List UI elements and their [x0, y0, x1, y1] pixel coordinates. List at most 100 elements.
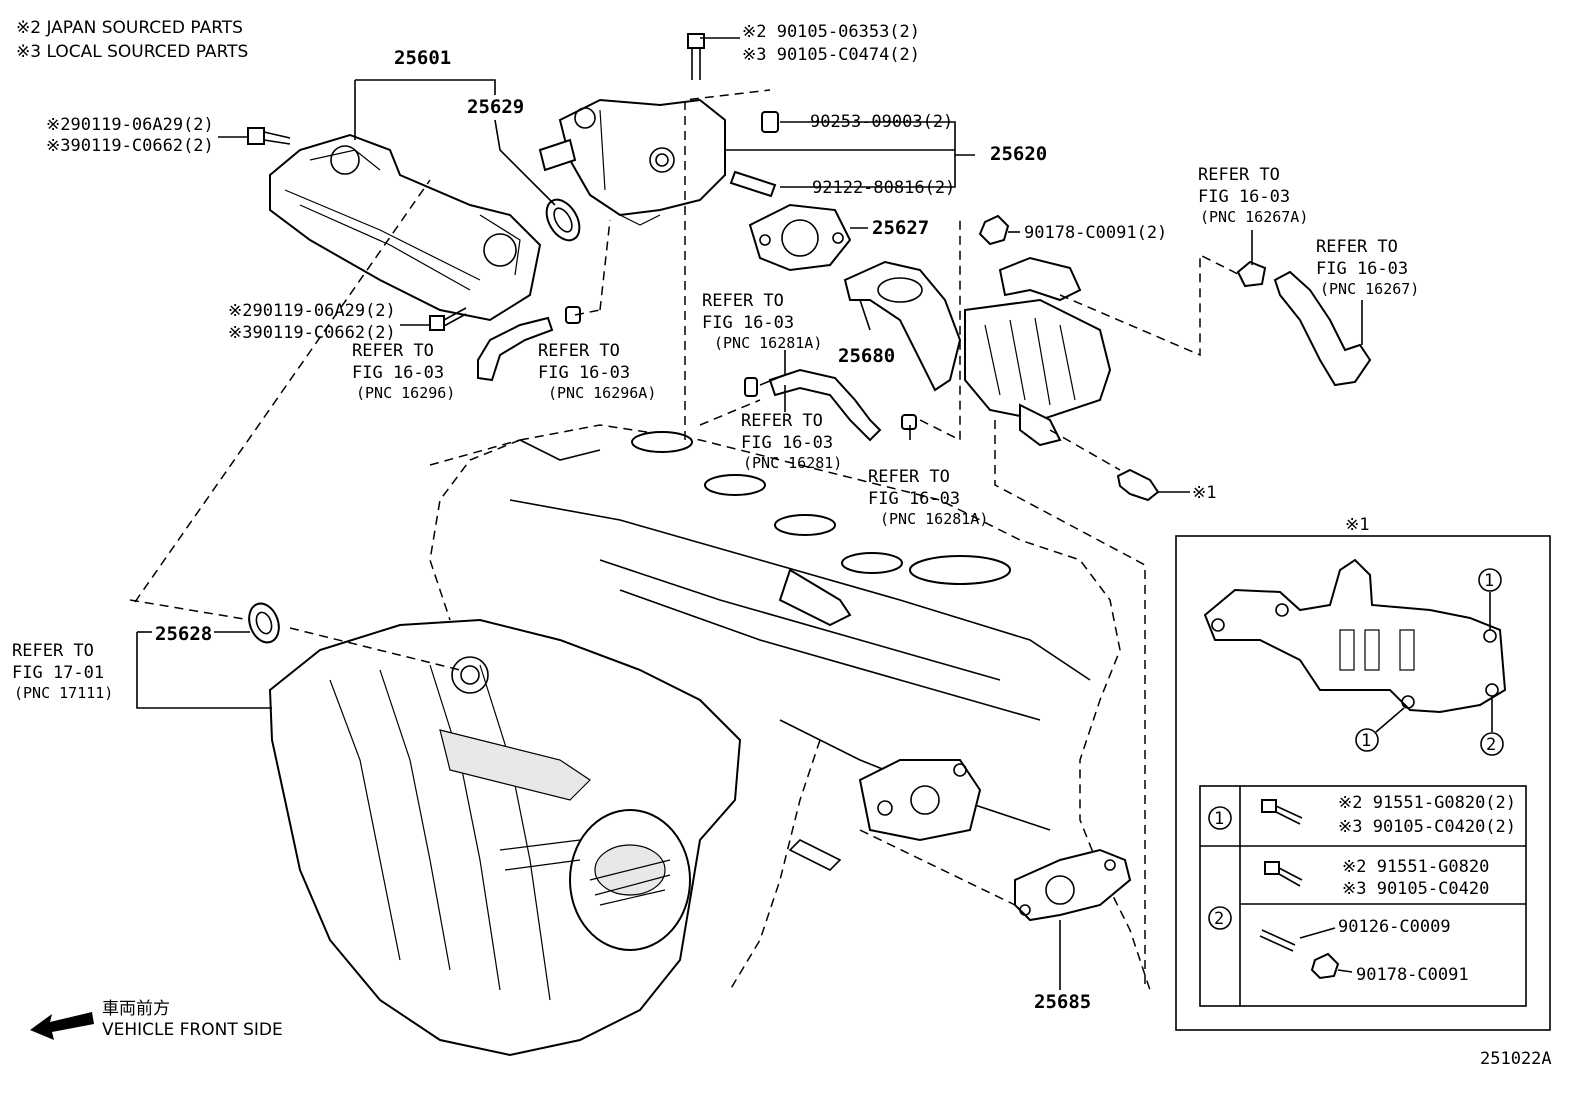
table-row1-local: ※3 90105-C0420(2) [1338, 817, 1516, 837]
gasket-25629 [545, 198, 581, 242]
hose-16296 [477, 316, 554, 382]
refer-16281A-right[interactable]: REFER TO FIG 16-03 (PNC 16281A) [868, 467, 988, 528]
egr-pipe-25680 [843, 260, 962, 392]
front-arrow-icon [30, 1012, 94, 1040]
clip-16296A [565, 306, 581, 324]
label-25680: 25680 [838, 345, 895, 367]
clip-16281A-right [901, 414, 917, 430]
refer-16296-line1: REFER TO [352, 341, 434, 361]
label-bolt-top-local: ※3 90105-C0474(2) [742, 45, 920, 65]
label-nut-90178: 90178-C0091(2) [1024, 223, 1167, 243]
refer-16296A-line2: FIG 16-03 [538, 363, 630, 383]
hose-16267 [1273, 270, 1372, 387]
bolt-left-top-icon [247, 127, 291, 145]
refer-16281A-right-line2: FIG 16-03 [868, 489, 960, 509]
table-row2-label: 2 [1214, 909, 1224, 929]
inset-callout-1-bottom-text: 1 [1361, 731, 1371, 751]
refer-16281-line1: REFER TO [741, 411, 823, 431]
refer-16281A-left[interactable]: REFER TO FIG 16-03 (PNC 16281A) [702, 291, 822, 352]
refer-16267A-line1: REFER TO [1198, 165, 1280, 185]
label-mark1-bolt: ※1 [1192, 483, 1216, 503]
gasket-25685 [1014, 848, 1132, 922]
refer-16281[interactable]: REFER TO FIG 16-03 (PNC 16281) [741, 411, 842, 472]
refer-16267-line2: FIG 16-03 [1316, 259, 1408, 279]
table-row2-stud: 90126-C0009 [1338, 917, 1451, 937]
intake-pipe-25601 [269, 133, 542, 322]
egr-cooler [964, 256, 1112, 447]
refer-16296[interactable]: REFER TO FIG 16-03 (PNC 16296) [352, 341, 455, 402]
nut-90178-icon [978, 214, 1010, 246]
inset-callout-1-top-text: 1 [1484, 571, 1494, 591]
label-25601: 25601 [394, 47, 451, 69]
intake-manifold-17111 [268, 618, 742, 1057]
table-row1-label: 1 [1214, 809, 1224, 829]
refer-16281A-right-line1: REFER TO [868, 467, 950, 487]
label-25685: 25685 [1034, 991, 1091, 1013]
bolt-left-mid-icon [429, 307, 467, 331]
table-row1-marker [1208, 806, 1232, 830]
refer-16267-line1: REFER TO [1316, 237, 1398, 257]
refer-16296-line2: FIG 16-03 [352, 363, 444, 383]
table-stud-icon [1259, 929, 1296, 952]
table-row2-local: ※3 90105-C0420 [1342, 879, 1489, 899]
inset-mark1: ※1 1 2 1 1 2 [1175, 515, 1551, 1031]
leader-lines [129, 37, 1363, 990]
refer-16267A-line2: FIG 16-03 [1198, 187, 1290, 207]
refer-16296A[interactable]: REFER TO FIG 16-03 (PNC 16296A) [538, 341, 656, 402]
table-nut-icon [1310, 952, 1340, 980]
label-25627: 25627 [872, 217, 929, 239]
label-bolt-left-top-local: ※390119-C0662(2) [46, 136, 214, 156]
hose-16281 [768, 368, 882, 442]
table-row2-japan: ※2 91551-G0820 [1342, 857, 1489, 877]
refer-16281A-left-line1: REFER TO [702, 291, 784, 311]
inset-fastener-table: 1 2 ※2 91551-G0820(2) ※3 90105-C0420(2) … [1199, 785, 1527, 1007]
direction-japanese: 車両前方 [102, 999, 170, 1019]
refer-16281-pnc: (PNC 16281) [743, 454, 842, 472]
refer-16267[interactable]: REFER TO FIG 16-03 (PNC 16267) [1316, 237, 1419, 298]
label-bolt-left-mid-local: ※390119-C0662(2) [228, 323, 396, 343]
stud-92122-icon [729, 170, 777, 198]
clip-16281A-left [744, 377, 758, 397]
refer-16281-line2: FIG 16-03 [741, 433, 833, 453]
bolt-top-icon [687, 33, 705, 80]
label-bolt-left-top-japan: ※290119-06A29(2) [46, 115, 214, 135]
table-bolt2-icon [1264, 861, 1303, 887]
label-25620: 25620 [990, 143, 1047, 165]
table-bolt1-icon [1261, 799, 1303, 825]
label-bolt-left-mid-japan: ※290119-06A29(2) [228, 301, 396, 321]
refer-17111-line1: REFER TO [12, 641, 94, 661]
table-row2-nut: 90178-C0091 [1356, 965, 1469, 985]
refer-16267A[interactable]: REFER TO FIG 16-03 (PNC 16267A) [1198, 165, 1308, 226]
label-25629: 25629 [467, 96, 524, 118]
inset-title: ※1 [1345, 515, 1369, 535]
engine-block-drawing [429, 424, 1151, 991]
refer-16267A-pnc: (PNC 16267A) [1200, 208, 1308, 226]
egr-valve-25620 [538, 98, 726, 226]
clip-16267A [1236, 260, 1267, 288]
label-stud-92122: 92122-80816(2) [812, 178, 955, 198]
bolt-mark1-icon [1116, 468, 1160, 502]
refer-17111-pnc: (PNC 17111) [14, 684, 113, 702]
refer-17111[interactable]: REFER TO FIG 17-01 (PNC 17111) [12, 641, 113, 702]
note-japan-sourced: ※2 JAPAN SOURCED PARTS [16, 18, 243, 38]
refer-16281A-left-line2: FIG 16-03 [702, 313, 794, 333]
refer-16267-pnc: (PNC 16267) [1320, 280, 1419, 298]
note-local-sourced: ※3 LOCAL SOURCED PARTS [16, 42, 248, 62]
table-row1-japan: ※2 91551-G0820(2) [1338, 793, 1516, 813]
refer-16281A-right-pnc: (PNC 16281A) [880, 510, 988, 528]
refer-16296-pnc: (PNC 16296) [356, 384, 455, 402]
pin-90253-icon [761, 111, 779, 133]
refer-16296A-line1: REFER TO [538, 341, 620, 361]
refer-16296A-pnc: (PNC 16296A) [548, 384, 656, 402]
inset-callout-2 [1480, 732, 1504, 756]
refer-16281A-left-pnc: (PNC 16281A) [714, 334, 822, 352]
direction-english: VEHICLE FRONT SIDE [102, 1020, 283, 1040]
label-25628: 25628 [155, 623, 212, 645]
table-row2-marker [1208, 906, 1232, 930]
gasket-25628 [248, 602, 280, 644]
inset-callout-1-top [1478, 568, 1502, 592]
refer-17111-line2: FIG 17-01 [12, 663, 104, 683]
inset-callout-2-text: 2 [1486, 735, 1496, 755]
label-bolt-top-japan: ※2 90105-06353(2) [742, 22, 920, 42]
